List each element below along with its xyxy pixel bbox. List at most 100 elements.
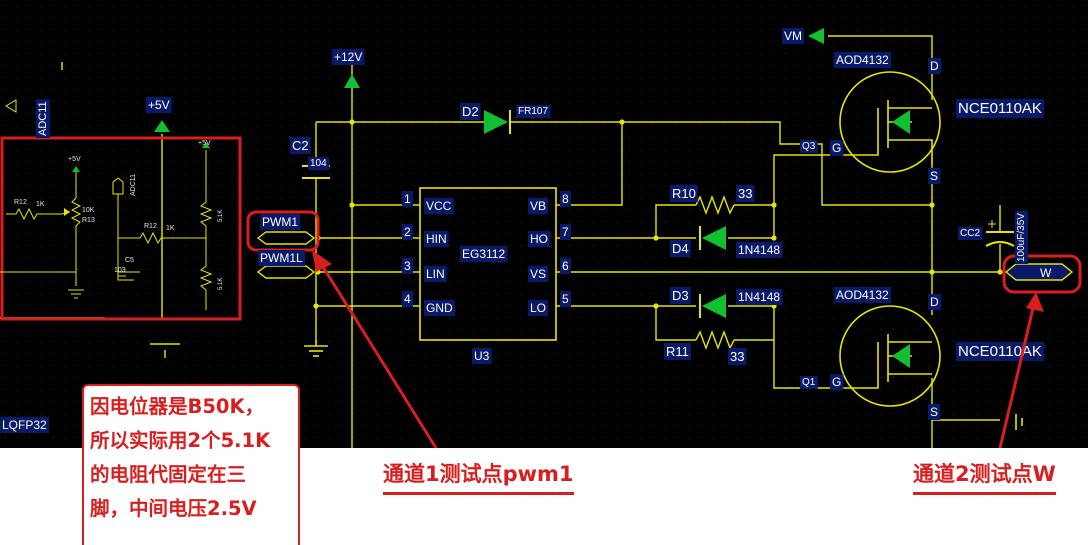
mosfet-q3-arrow bbox=[892, 110, 910, 134]
label-background bbox=[928, 168, 941, 184]
label-inset-103: 103 bbox=[114, 267, 126, 274]
label-u3-ref: U3 bbox=[474, 349, 490, 363]
label-d3: D3 bbox=[672, 288, 689, 303]
label-pin-vs: VS bbox=[530, 267, 546, 281]
label-background bbox=[834, 52, 892, 68]
label-s-top: S bbox=[930, 169, 938, 183]
label-inset-v5b: +5V bbox=[198, 140, 211, 147]
label-background bbox=[424, 231, 449, 247]
label-background bbox=[36, 99, 50, 138]
schematic-canvas: VM+12V+5VADC11+5V+5VR121K10KR13ADC11R121… bbox=[0, 0, 1088, 448]
label-g-top: G bbox=[832, 141, 841, 155]
label-n2: 2 bbox=[404, 225, 411, 239]
w-port-icon bbox=[1004, 263, 1074, 281]
label-v12: +12V bbox=[334, 50, 362, 64]
label-cc2-val: 100uF/35V bbox=[1016, 213, 1027, 262]
label-background bbox=[402, 291, 413, 307]
label-background bbox=[834, 287, 892, 303]
label-n8: 8 bbox=[562, 192, 569, 206]
label-s-bot: S bbox=[930, 405, 938, 419]
label-d4-val: 1N4148 bbox=[738, 243, 780, 257]
label-background bbox=[928, 294, 941, 310]
label-r11: R11 bbox=[666, 344, 689, 359]
adc-port-icon bbox=[5, 99, 17, 113]
label-background bbox=[560, 191, 571, 207]
label-nce-top: NCE0110AK bbox=[958, 100, 1042, 117]
label-pin-hin: HIN bbox=[426, 232, 447, 246]
label-n7: 7 bbox=[562, 225, 569, 239]
label-inset-r12a: R12 bbox=[14, 199, 27, 206]
label-lqfp: LQFP32 bbox=[2, 418, 47, 432]
label-r10-val: 33 bbox=[738, 186, 752, 201]
label-background bbox=[290, 137, 311, 154]
label-background bbox=[800, 376, 818, 389]
label-c2-val: 104 bbox=[310, 158, 327, 169]
label-d-bot: D bbox=[930, 295, 939, 309]
label-background bbox=[146, 97, 172, 113]
label-c2: C2 bbox=[292, 138, 309, 153]
vm-arrow-icon bbox=[808, 28, 824, 44]
note-line: 因电位器是B50K， bbox=[90, 395, 265, 418]
label-background bbox=[800, 140, 818, 153]
label-inset-v5a: +5V bbox=[68, 156, 81, 163]
label-pin-vcc: VCC bbox=[426, 199, 452, 213]
label-pin-lo: LO bbox=[530, 301, 546, 315]
label-u3-part: EG3112 bbox=[462, 247, 505, 261]
label-background bbox=[782, 28, 805, 44]
label-background bbox=[258, 250, 305, 266]
label-d4: D4 bbox=[672, 241, 689, 256]
label-pin-lin: LIN bbox=[426, 267, 445, 281]
label-n1: 1 bbox=[404, 192, 411, 206]
label-background bbox=[664, 343, 691, 360]
v12-arrow-icon bbox=[344, 74, 360, 88]
label-background bbox=[528, 300, 549, 316]
label-n4: 4 bbox=[404, 292, 411, 306]
note-line: 所以实际用2个5.1K bbox=[90, 429, 271, 452]
label-background bbox=[0, 417, 50, 433]
label-background bbox=[956, 99, 1044, 118]
label-background bbox=[460, 246, 508, 262]
annotation-arrows bbox=[312, 250, 1044, 448]
label-q1: Q1 bbox=[802, 377, 816, 388]
label-background bbox=[670, 287, 691, 304]
label-pwm1l: PWM1L bbox=[260, 251, 303, 265]
annotation-note: 因电位器是B50K， 所以实际用2个5.1K 的电阻代固定在三 脚，中间电压2.… bbox=[82, 384, 300, 545]
label-background bbox=[736, 289, 783, 305]
label-r11-val: 33 bbox=[730, 349, 744, 364]
label-aod-top: AOD4132 bbox=[836, 53, 889, 67]
label-inset-r12b: R12 bbox=[144, 223, 157, 230]
note-line: 的电阻代固定在三 bbox=[90, 463, 247, 486]
caption-channel2: 通道2测试点W bbox=[913, 458, 1056, 495]
label-background bbox=[560, 224, 571, 240]
label-background bbox=[260, 214, 301, 230]
label-v5: +5V bbox=[148, 98, 170, 112]
label-background bbox=[424, 300, 455, 316]
inset-schematic bbox=[0, 136, 242, 321]
label-background bbox=[736, 185, 755, 202]
label-inset-5k1a: 5.1K bbox=[218, 210, 224, 222]
label-inset-c5: C5 bbox=[125, 257, 134, 264]
d3-diode bbox=[699, 294, 726, 318]
label-background bbox=[670, 185, 698, 202]
mosfet-q1 bbox=[832, 305, 941, 407]
label-background bbox=[728, 348, 747, 365]
label-background bbox=[830, 140, 844, 156]
label-background bbox=[460, 103, 481, 120]
label-w: W bbox=[1040, 266, 1052, 280]
d4-diode bbox=[699, 226, 726, 250]
label-inset-10k: 10K bbox=[82, 207, 95, 214]
label-background bbox=[402, 224, 413, 240]
label-background bbox=[928, 58, 941, 74]
label-nce-bot: NCE0110AK bbox=[958, 343, 1042, 360]
d2-diode bbox=[484, 110, 511, 134]
label-n6: 6 bbox=[562, 259, 569, 273]
note-line: 脚，中间电压2.5V bbox=[90, 497, 257, 520]
label-cc2: CC2 bbox=[960, 228, 980, 239]
label-g-bot: G bbox=[832, 375, 841, 389]
label-q3: Q3 bbox=[802, 141, 816, 152]
label-d2: D2 bbox=[462, 104, 479, 119]
label-background bbox=[928, 404, 941, 420]
label-background bbox=[830, 374, 844, 390]
